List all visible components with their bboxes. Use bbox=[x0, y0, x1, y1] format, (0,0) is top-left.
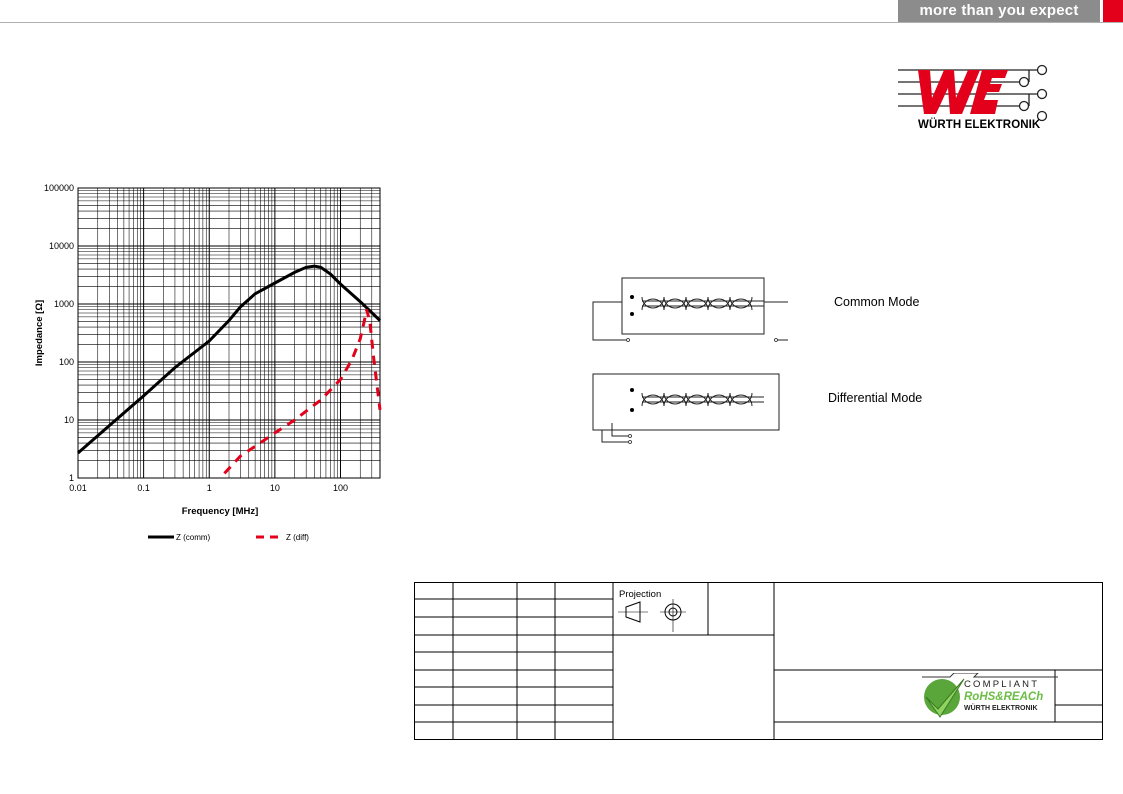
chart-grid bbox=[77, 187, 381, 479]
slogan-banner: more than you expect bbox=[898, 0, 1100, 22]
x-tick-label: 10 bbox=[270, 483, 280, 493]
x-tick-label: 100 bbox=[333, 483, 348, 493]
wurth-small-text: WÜRTH ELEKTRONIK bbox=[964, 703, 1038, 712]
header-rule bbox=[0, 22, 1123, 23]
x-axis-label: Frequency [MHz] bbox=[182, 506, 259, 517]
choke-schematic bbox=[592, 277, 788, 444]
wurth-logo bbox=[898, 64, 1048, 122]
legend-label-z-comm: Z (comm) bbox=[176, 533, 211, 542]
legend-label-z-diff: Z (diff) bbox=[286, 533, 309, 542]
y-tick-label: 1000 bbox=[54, 299, 74, 309]
x-tick-label: 0.01 bbox=[69, 483, 87, 493]
logo-text: WÜRTH ELEKTRONIK bbox=[918, 119, 1041, 131]
y-tick-label: 100 bbox=[59, 357, 74, 367]
compliant-text: COMPLIANT bbox=[964, 679, 1039, 690]
title-block: Projection bbox=[414, 582, 1103, 740]
x-tick-label: 0.1 bbox=[137, 483, 150, 493]
impedance-chart: 0.01 0.1 1 10 100 1 10 100 1000 10000 100000 Frequ… bbox=[34, 183, 382, 542]
series-line-z-diff bbox=[223, 309, 382, 475]
compliance-badge: COMPLIANT RoHS&REACh WÜRTH ELEKTRONIK bbox=[922, 673, 1058, 718]
y-tick-label: 10 bbox=[64, 415, 74, 425]
rohs-reach-text: RoHS&REACh bbox=[964, 691, 1043, 703]
y-tick-label: 1 bbox=[69, 473, 74, 483]
y-tick-label: 100000 bbox=[44, 183, 74, 193]
y-tick-label: 10000 bbox=[49, 241, 74, 251]
plot-frame bbox=[77, 187, 381, 479]
check-icon bbox=[925, 678, 965, 718]
differential-mode-label: Differential Mode bbox=[828, 391, 923, 405]
brand-red-box bbox=[1103, 0, 1123, 22]
y-axis-label: Impedance [Ω] bbox=[34, 300, 45, 366]
projection-label: Projection bbox=[619, 589, 661, 600]
badge-line bbox=[922, 673, 1058, 678]
series-line-z-comm bbox=[77, 264, 382, 455]
common-mode-label: Common Mode bbox=[834, 295, 920, 309]
x-tick-label: 1 bbox=[207, 483, 212, 493]
tick-labels: 0.01 0.1 1 10 100 1 10 100 1000 10000 100000 bbox=[44, 183, 348, 493]
